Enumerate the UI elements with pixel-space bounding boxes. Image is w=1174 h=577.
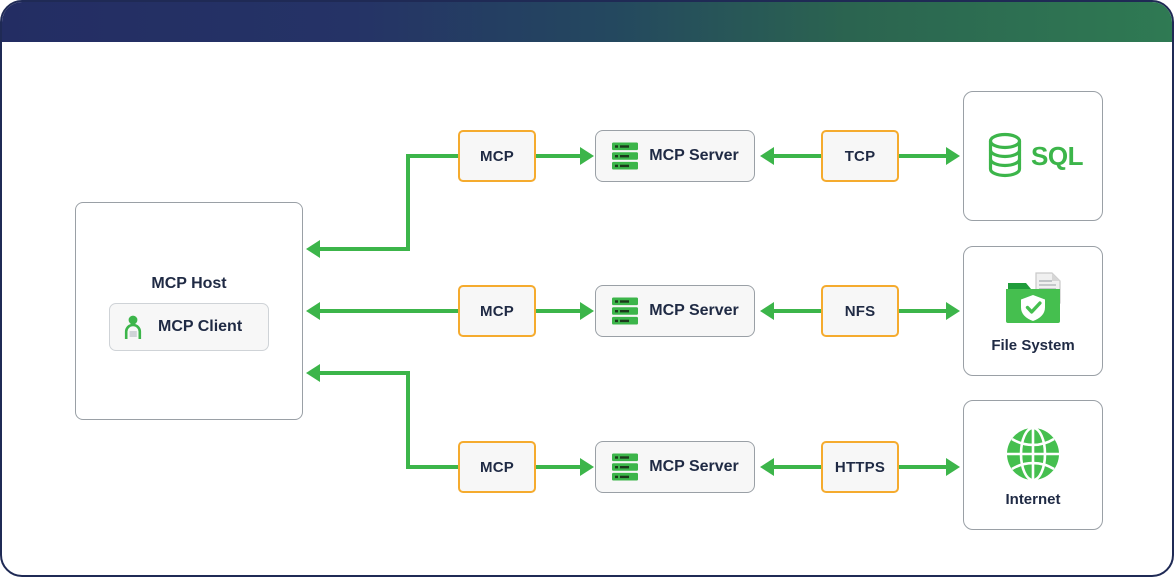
row2-mcp-server-label: MCP Server	[649, 302, 739, 319]
row2-resource-box[interactable]: File System	[963, 246, 1103, 376]
row3-resource-label: Internet	[1005, 490, 1061, 508]
row2-resource-label: File System	[991, 336, 1075, 354]
row1-wire-transport-to-server	[774, 154, 822, 158]
row1-wire-to-host	[320, 247, 408, 251]
row3-transport-label: HTTPS	[834, 458, 886, 476]
person-icon	[124, 314, 148, 340]
row2-mcp-server-box[interactable]: MCP Server	[595, 285, 755, 337]
mcp-client-label: MCP Client	[158, 318, 243, 335]
row3-mcp-server-box[interactable]: MCP Server	[595, 441, 755, 493]
row3-arrow-server-inbound	[760, 458, 774, 476]
row3-wire-protocol-to-server	[536, 465, 582, 469]
row3-arrow-to-server	[580, 458, 594, 476]
row2-arrow-server-inbound	[760, 302, 774, 320]
row3-wire-transport-to-resource	[899, 465, 947, 469]
row1-wire-protocol-to-host-top	[406, 154, 460, 158]
mcp-client-box[interactable]: MCP Client	[109, 303, 269, 351]
row1-resource-box[interactable]: SQL	[963, 91, 1103, 221]
server-stack-icon	[611, 296, 639, 326]
row1-wire-protocol-to-server	[536, 154, 582, 158]
row1-transport-label: TCP	[844, 147, 876, 165]
row1-transport-box[interactable]: TCP	[821, 130, 899, 182]
row2-wire-protocol-to-server	[536, 309, 582, 313]
row3-protocol-box[interactable]: MCP	[458, 441, 536, 493]
row3-wire-protocol-out	[406, 465, 460, 469]
row3-arrow-to-host	[306, 364, 320, 382]
server-stack-icon	[611, 141, 639, 171]
row2-wire-transport-to-server	[774, 309, 822, 313]
row1-wire-transport-to-resource	[899, 154, 947, 158]
header-bar	[2, 2, 1172, 42]
row3-arrow-to-resource	[946, 458, 960, 476]
row2-wire-protocol-to-host	[320, 309, 458, 313]
row3-wire-transport-to-server	[774, 465, 822, 469]
mcp-host-title: MCP Host	[151, 275, 227, 292]
row1-wire-vertical	[406, 154, 410, 251]
row1-protocol-label: MCP	[480, 147, 514, 165]
row3-protocol-label: MCP	[480, 458, 514, 476]
mcp-host-box[interactable]: MCP Host MCP Client	[75, 202, 303, 420]
row2-transport-label: NFS	[844, 302, 876, 320]
server-stack-icon	[611, 452, 639, 482]
row2-wire-transport-to-resource	[899, 309, 947, 313]
diagram-canvas: MCP Host MCP Client MCP	[2, 42, 1172, 575]
row1-arrow-to-host	[306, 240, 320, 258]
globe-icon	[1002, 423, 1064, 485]
folder-shield-icon	[996, 269, 1070, 331]
row2-arrow-to-resource	[946, 302, 960, 320]
row1-resource-label: SQL	[1031, 140, 1083, 171]
row1-protocol-box[interactable]: MCP	[458, 130, 536, 182]
row1-mcp-server-box[interactable]: MCP Server	[595, 130, 755, 182]
row3-wire-to-host	[320, 371, 408, 375]
row1-mcp-server-label: MCP Server	[649, 147, 739, 164]
row2-protocol-label: MCP	[480, 302, 514, 320]
row2-protocol-box[interactable]: MCP	[458, 285, 536, 337]
database-icon	[983, 131, 1027, 181]
row3-resource-box[interactable]: Internet	[963, 400, 1103, 530]
row3-transport-box[interactable]: HTTPS	[821, 441, 899, 493]
row1-arrow-server-inbound	[760, 147, 774, 165]
row1-arrow-to-resource	[946, 147, 960, 165]
row2-arrow-to-server	[580, 302, 594, 320]
row1-arrow-to-server	[580, 147, 594, 165]
row2-transport-box[interactable]: NFS	[821, 285, 899, 337]
row2-arrow-to-host	[306, 302, 320, 320]
row3-mcp-server-label: MCP Server	[649, 458, 739, 475]
row3-wire-vertical	[406, 371, 410, 469]
